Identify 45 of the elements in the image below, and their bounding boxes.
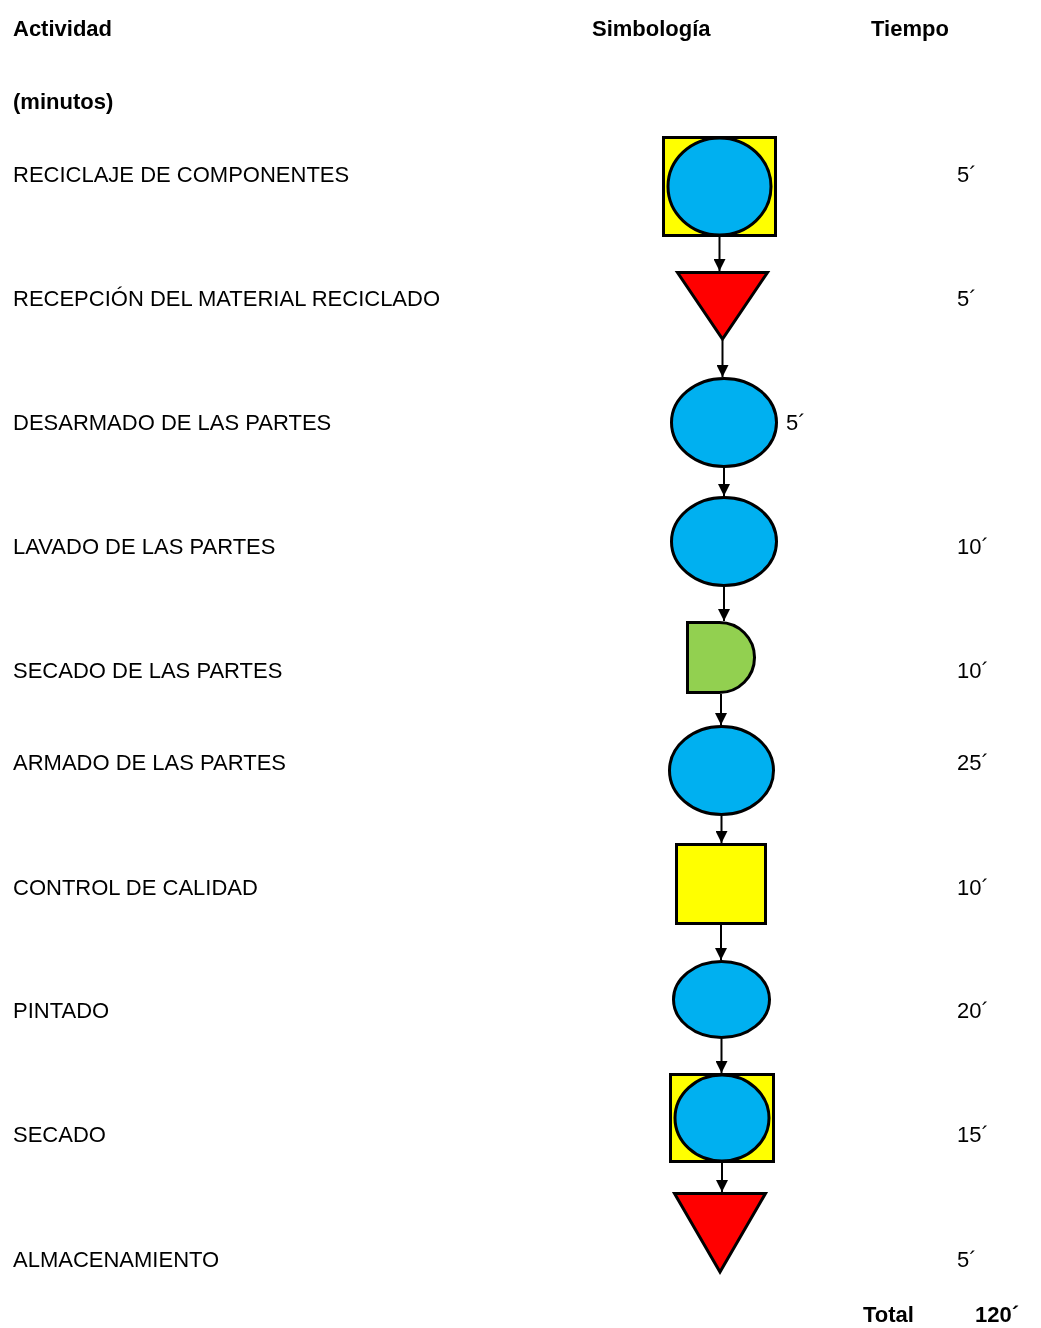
- operation-circle: [670, 496, 778, 587]
- operation-inspection-symbol: [669, 1073, 775, 1163]
- arrow: [713, 236, 726, 272]
- total-value: 120´: [975, 1302, 1020, 1328]
- column-header: Tiempo: [871, 16, 949, 42]
- storage-triangle: [673, 1192, 767, 1273]
- arrow: [715, 924, 727, 961]
- activity-label: PINTADO: [13, 998, 110, 1024]
- activity-label: SECADO DE LAS PARTES: [13, 658, 283, 684]
- time-label: 10´: [957, 658, 989, 684]
- arrow: [715, 815, 728, 844]
- activity-label: CONTROL DE CALIDAD: [13, 875, 258, 901]
- time-label: 20´: [957, 998, 989, 1024]
- time-label: 25´: [957, 750, 989, 776]
- activity-label: LAVADO DE LAS PARTES: [13, 534, 276, 560]
- activity-label: ARMADO DE LAS PARTES: [13, 750, 287, 776]
- column-header: (minutos): [13, 89, 114, 115]
- operation-circle: [670, 377, 778, 468]
- activity-label: SECADO: [13, 1122, 106, 1148]
- storage-triangle: [676, 271, 769, 340]
- arrow: [716, 1162, 728, 1193]
- activity-label: RECICLAJE DE COMPONENTES: [13, 162, 350, 188]
- total-label: Total: [863, 1302, 914, 1328]
- time-label: 5´: [786, 410, 806, 436]
- operation-circle: [668, 725, 775, 816]
- time-label: 5´: [957, 286, 977, 312]
- arrow: [715, 693, 727, 726]
- column-header: Simbología: [592, 16, 711, 42]
- arrow: [715, 1038, 728, 1074]
- activity-label: RECEPCIÓN DEL MATERIAL RECICLADO: [13, 286, 441, 312]
- arrow: [716, 339, 729, 378]
- activity-label: ALMACENAMIENTO: [13, 1247, 220, 1273]
- time-label: 10´: [957, 534, 989, 560]
- arrow: [718, 586, 730, 622]
- time-label: 10´: [957, 875, 989, 901]
- time-label: 5´: [957, 162, 977, 188]
- activity-label: DESARMADO DE LAS PARTES: [13, 410, 332, 436]
- operation-inspection-symbol: [662, 136, 777, 237]
- column-header: Actividad: [13, 16, 113, 42]
- operation-circle: [672, 960, 771, 1039]
- time-label: 5´: [957, 1247, 977, 1273]
- arrow: [718, 467, 730, 497]
- inspection-square: [675, 843, 767, 925]
- delay-symbol: [686, 621, 756, 694]
- time-label: 15´: [957, 1122, 989, 1148]
